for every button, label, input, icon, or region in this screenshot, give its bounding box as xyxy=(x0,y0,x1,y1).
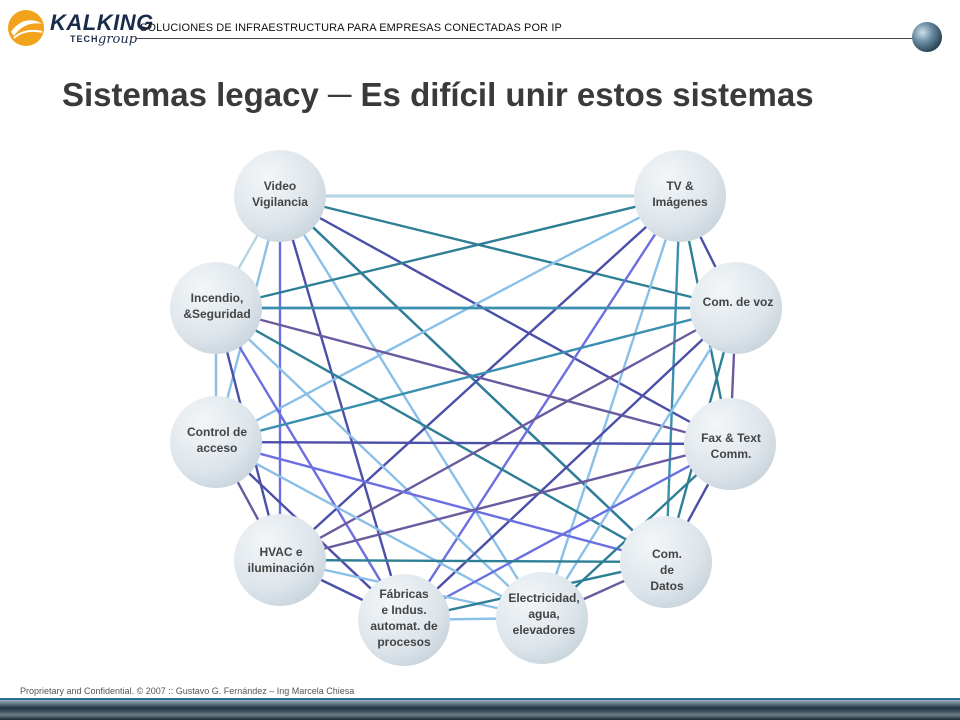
node-circle-hvac xyxy=(234,514,326,606)
logo-subtitle-group: group xyxy=(98,32,138,47)
connection-line-tv-incendio xyxy=(214,194,682,310)
connection-line-control-electricidad xyxy=(214,440,544,620)
connection-line-incendio-fabricas xyxy=(214,306,406,622)
node-label-fabricas: Fábricas e Indus. automat. de procesos xyxy=(370,587,438,649)
connection-line-incendio-electricidad xyxy=(214,306,544,620)
node-label-electricidad: Electricidad, agua, elevadores xyxy=(508,591,580,637)
logo-wordmark: KALKING xyxy=(50,10,154,35)
connection-line-video-voz xyxy=(278,194,738,310)
connection-line-video-fabricas xyxy=(278,194,406,622)
connection-line-control-datos xyxy=(214,440,668,564)
bottom-decorative-bar xyxy=(0,700,960,720)
node-circle-fabricas xyxy=(358,574,450,666)
connection-line-video-datos xyxy=(278,194,668,564)
header-tagline: SOLUCIONES DE INFRAESTRUCTURA PARA EMPRE… xyxy=(140,22,562,34)
node-circle-video xyxy=(234,150,326,242)
logo-subtitle-tech: TECH xyxy=(70,34,99,44)
connection-line-tv-fabricas xyxy=(402,194,682,622)
node-circle-electricidad xyxy=(496,572,588,664)
footer-text: Proprietary and Confidential. © 2007 :: … xyxy=(20,686,355,696)
connection-line-fax-hvac xyxy=(278,442,732,562)
globe-icon xyxy=(912,22,942,52)
node-label-control: Control de acceso xyxy=(187,425,247,455)
system-nodes xyxy=(170,150,782,666)
connection-line-tv-datos xyxy=(664,194,682,564)
node-circle-incendio xyxy=(170,262,262,354)
node-label-hvac: HVAC e iluminación xyxy=(247,545,315,575)
connection-line-fax-fabricas xyxy=(402,442,732,622)
slide-header: KALKING TECH group SOLUCIONES DE INFRAES… xyxy=(0,0,960,60)
node-circle-fax xyxy=(684,398,776,490)
node-label-incendio: Incendio, &Seguridad xyxy=(183,291,251,321)
node-circle-tv xyxy=(634,150,726,242)
logo-swoosh-icon xyxy=(8,10,44,46)
node-label-tv: TV & Imágenes xyxy=(652,179,708,209)
header-divider xyxy=(136,38,916,39)
node-label-video: Video Vigilancia xyxy=(252,179,308,209)
node-label-fax: Fax & Text Comm. xyxy=(701,431,761,461)
node-circle-datos xyxy=(620,516,712,608)
connection-line-tv-electricidad xyxy=(540,194,682,620)
connection-line-video-electricidad xyxy=(278,194,544,620)
connection-line-control-fax xyxy=(214,440,732,446)
connection-line-hvac-datos xyxy=(278,558,668,564)
node-label-voz: Com. de voz xyxy=(702,295,774,309)
bottom-accent-strip xyxy=(0,698,960,701)
slide-title: Sistemas legacy ─ Es difícil unir estos … xyxy=(62,76,814,113)
connection-line-video-fax xyxy=(278,194,732,446)
connection-line-voz-control xyxy=(214,306,738,444)
connection-line-voz-fabricas xyxy=(402,306,738,622)
node-circle-control xyxy=(170,396,262,488)
node-circle-voz xyxy=(690,262,782,354)
connection-line-voz-electricidad xyxy=(540,306,738,620)
connection-line-tv-control xyxy=(214,194,682,444)
kalking-logo: KALKING TECH group xyxy=(6,4,153,52)
node-label-datos: Com. de Datos xyxy=(650,547,684,593)
